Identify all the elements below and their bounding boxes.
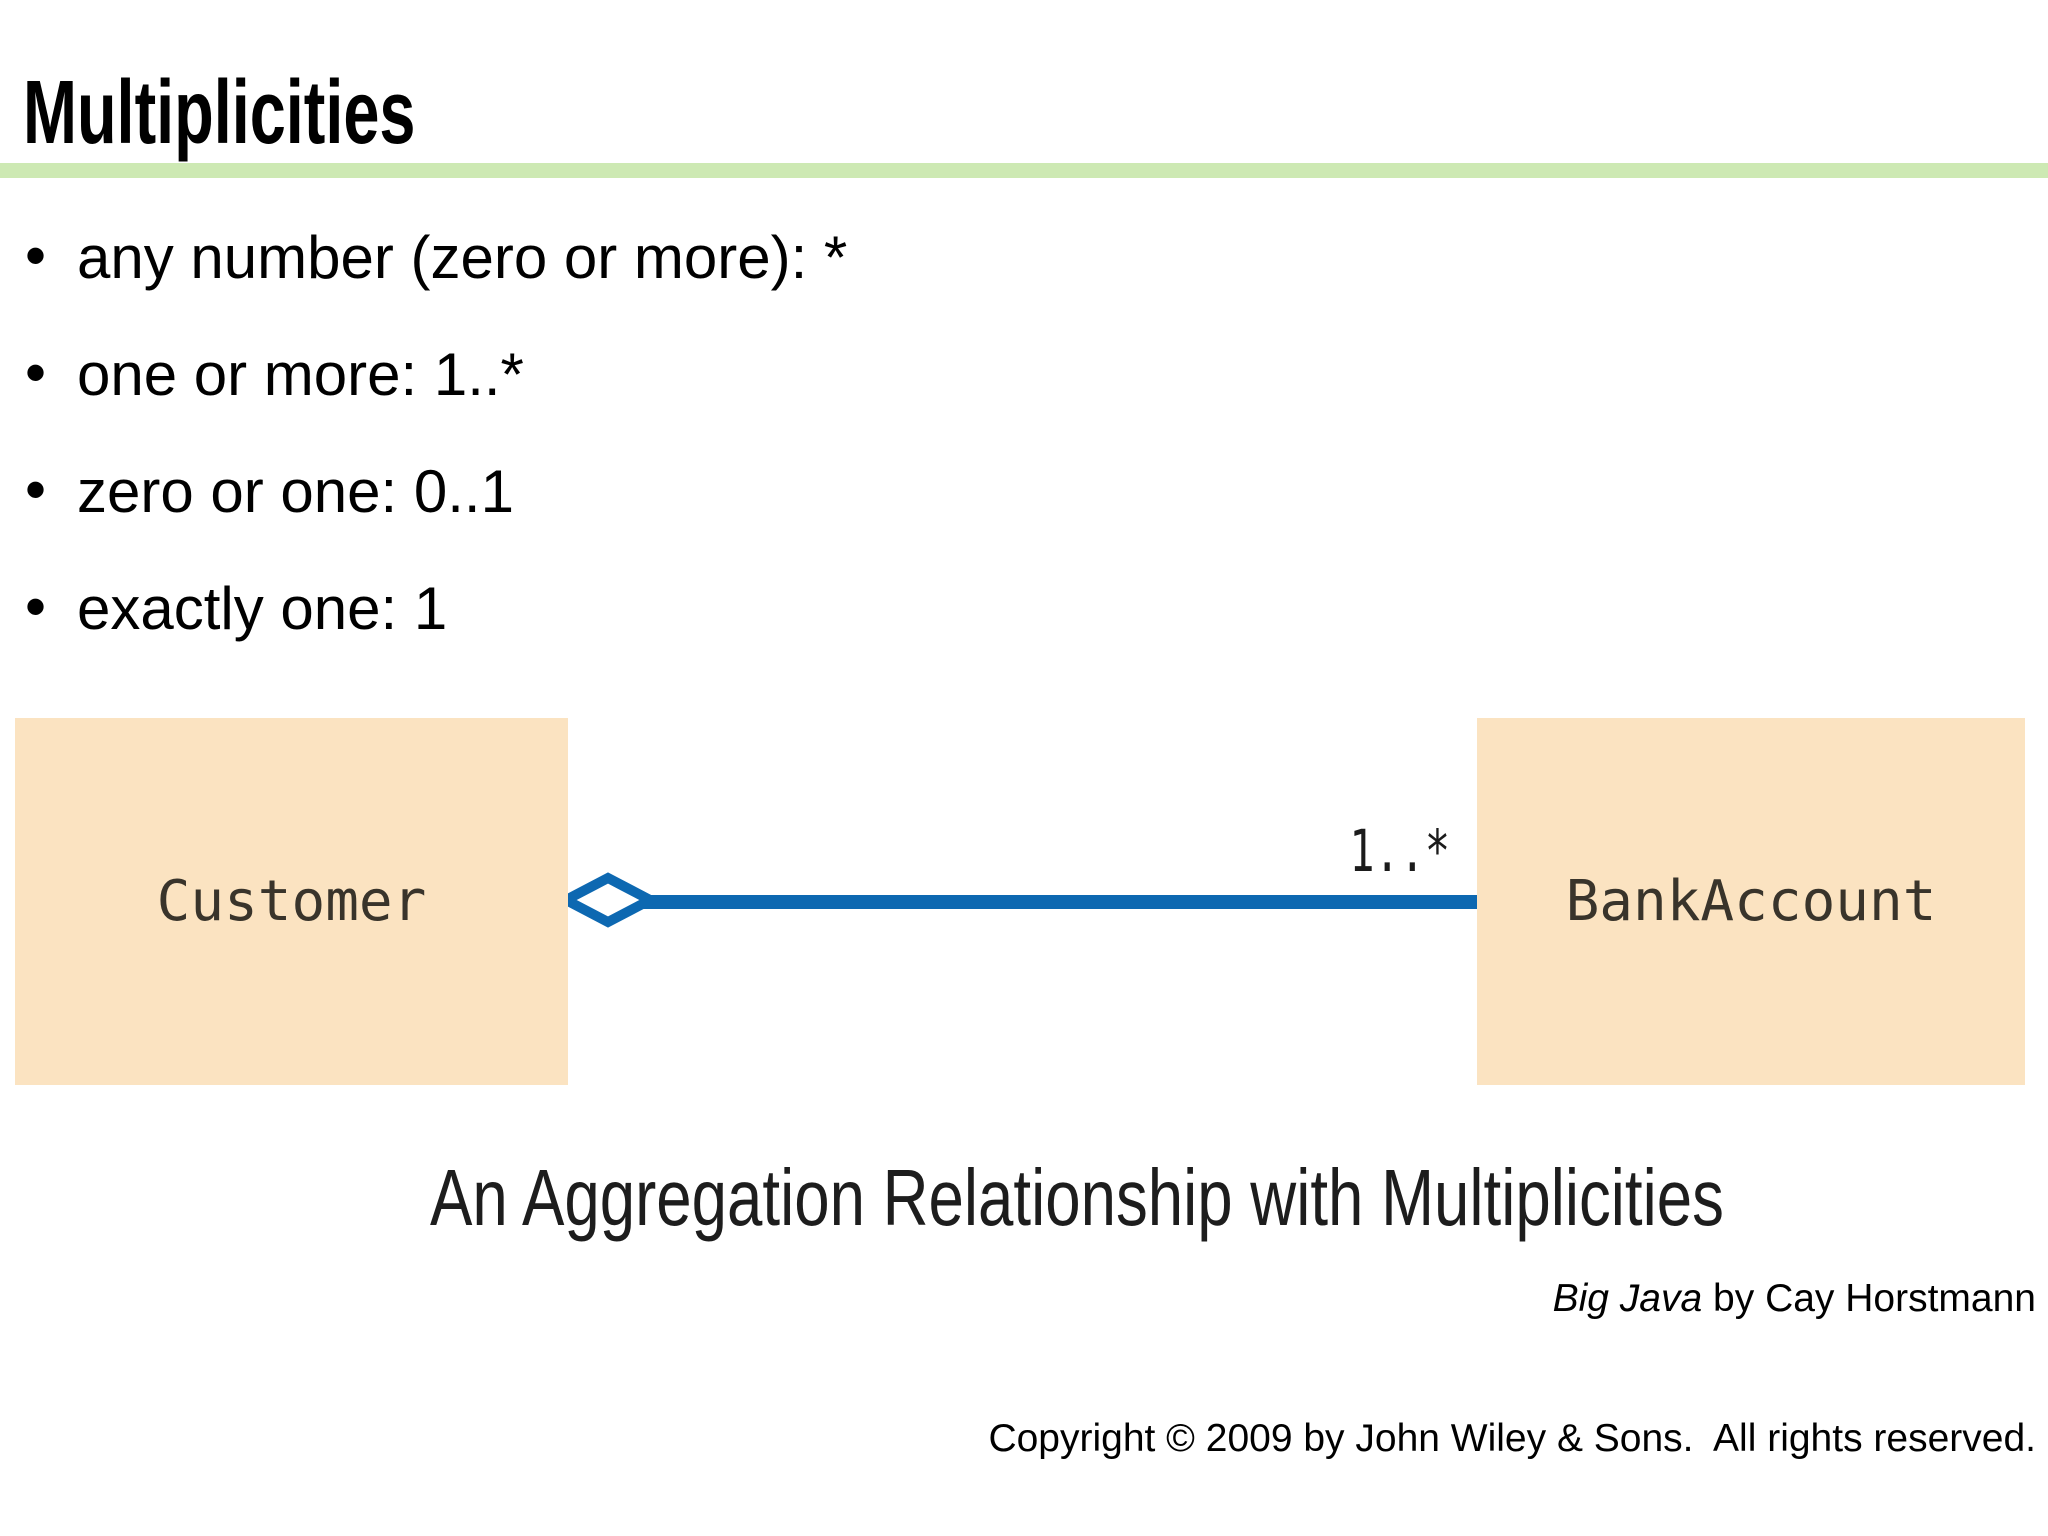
uml-class-box-customer: Customer (15, 718, 568, 1085)
footer-book-line: Big Java by Cay Horstmann (988, 1276, 2036, 1323)
association-line (640, 895, 1480, 909)
bullet-item: one or more: 1..* (25, 343, 847, 405)
book-byline: by Cay Horstmann (1702, 1277, 2036, 1321)
aggregation-diamond-icon (556, 872, 660, 928)
bullet-item: zero or one: 0..1 (25, 460, 847, 522)
bullet-list: any number (zero or more): * one or more… (25, 226, 847, 696)
footer-credits: Big Java by Cay Horstmann Copyright © 20… (988, 1182, 2036, 1510)
uml-class-box-bankaccount: BankAccount (1477, 718, 2025, 1085)
footer-copyright-line: Copyright © 2009 by John Wiley & Sons. A… (988, 1417, 2036, 1461)
accent-bar (0, 163, 2048, 178)
bullet-item: exactly one: 1 (25, 577, 847, 639)
uml-class-label: BankAccount (1565, 869, 1937, 934)
book-title: Big Java (1552, 1277, 1703, 1321)
bullet-item: any number (zero or more): * (25, 226, 847, 288)
page-title: Multiplicities (23, 63, 416, 163)
multiplicity-label: 1..* (1349, 817, 1450, 885)
figure-caption: An Aggregation Relationship with Multipl… (430, 1153, 1724, 1242)
uml-class-label: Customer (156, 869, 427, 934)
